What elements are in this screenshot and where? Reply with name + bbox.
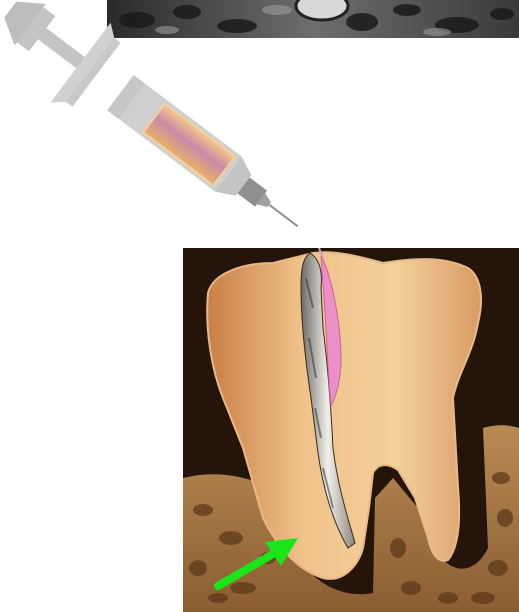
syringe-needle (269, 205, 298, 227)
tooth-cross-section-photo (183, 248, 519, 612)
syringe-illustration (0, 0, 340, 250)
syringe-body (0, 0, 328, 250)
